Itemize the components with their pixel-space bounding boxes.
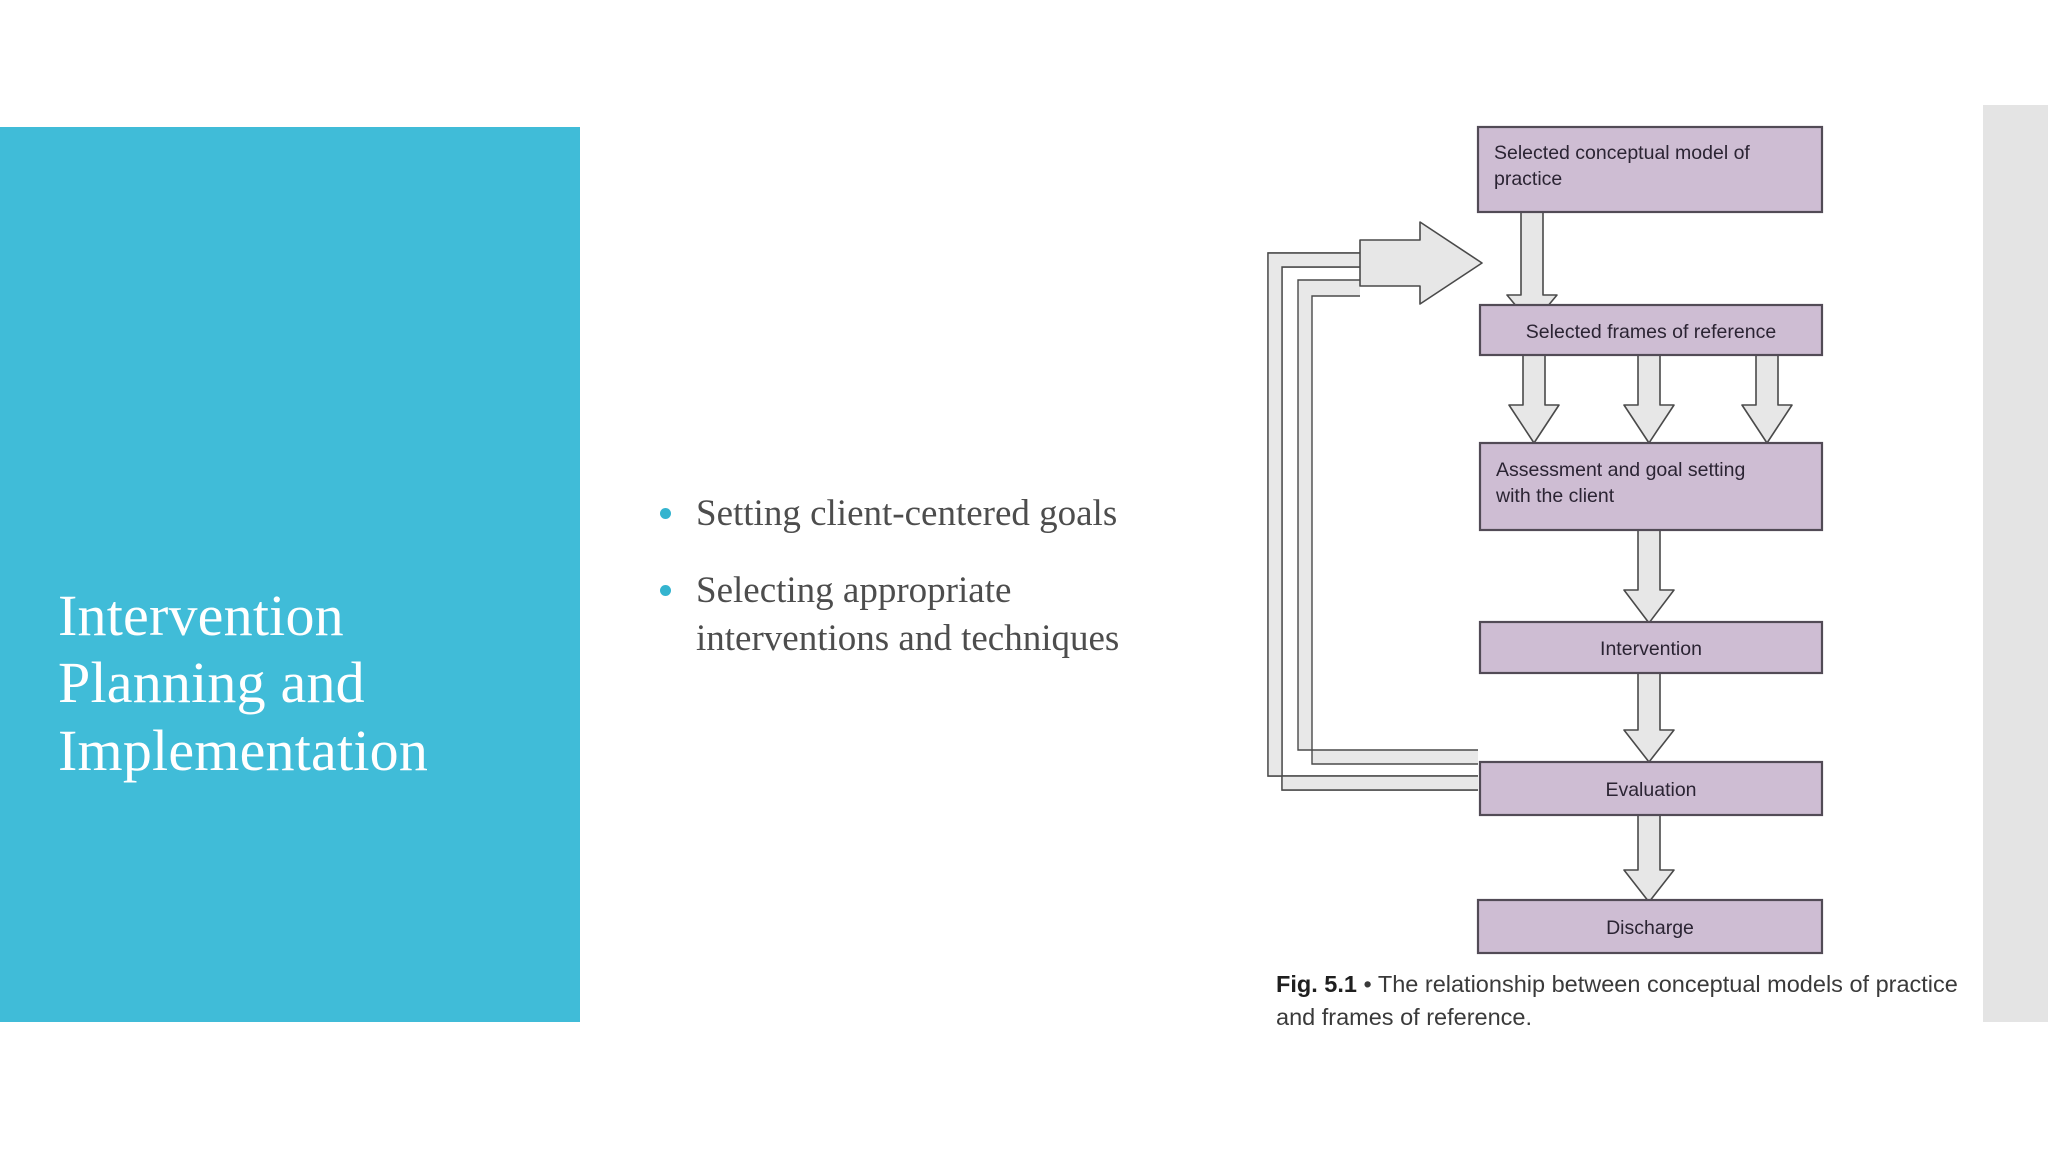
bullet-dot-icon bbox=[660, 508, 671, 519]
list-item: Selecting appropriate interventions and … bbox=[660, 567, 1220, 662]
box-discharge bbox=[1476, 898, 1824, 955]
arrow-intervention-to-evaluation-icon bbox=[1623, 672, 1675, 763]
feedback-arrow-head-icon bbox=[1359, 221, 1483, 305]
title-panel: Intervention Planning and Implementation bbox=[0, 127, 580, 1022]
feedback-loop-inner bbox=[1297, 279, 1478, 765]
arrow-assessment-to-intervention-icon bbox=[1623, 529, 1675, 624]
bullet-dot-icon bbox=[660, 585, 671, 597]
bullet-text: Selecting appropriate interventions and … bbox=[696, 570, 1120, 659]
box-evaluation bbox=[1478, 760, 1824, 817]
bullet-text: Setting client-centered goals bbox=[696, 493, 1118, 534]
figure-flowchart: Selected conceptual model of practice Se… bbox=[1260, 100, 2000, 1030]
page-title: Intervention Planning and Implementation bbox=[58, 583, 429, 783]
list-item: Setting client-centered goals bbox=[660, 490, 1220, 537]
figure-caption-text: The relationship between conceptual mode… bbox=[1276, 971, 1958, 1031]
bullet-list: Setting client-centered goals Selecting … bbox=[660, 490, 1220, 692]
arrow-evaluation-to-discharge-icon bbox=[1623, 814, 1675, 903]
box-assessment-goal-setting bbox=[1478, 441, 1824, 532]
arrow-frames-to-assessment-1-icon bbox=[1508, 354, 1560, 444]
box-conceptual-model bbox=[1476, 125, 1824, 214]
box-frames-of-reference bbox=[1478, 303, 1824, 357]
arrow-frames-to-assessment-3-icon bbox=[1741, 354, 1793, 444]
flowchart-svg bbox=[1267, 125, 1824, 955]
right-edge-strip bbox=[1983, 105, 2048, 1022]
figure-caption: Fig. 5.1 • The relationship between conc… bbox=[1276, 968, 1986, 1035]
figure-caption-separator: • bbox=[1356, 971, 1378, 997]
arrow-frames-to-assessment-2-icon bbox=[1623, 354, 1675, 444]
figure-caption-label: Fig. 5.1 bbox=[1276, 971, 1357, 997]
feedback-loop-outer bbox=[1267, 252, 1478, 791]
box-intervention bbox=[1478, 620, 1824, 675]
